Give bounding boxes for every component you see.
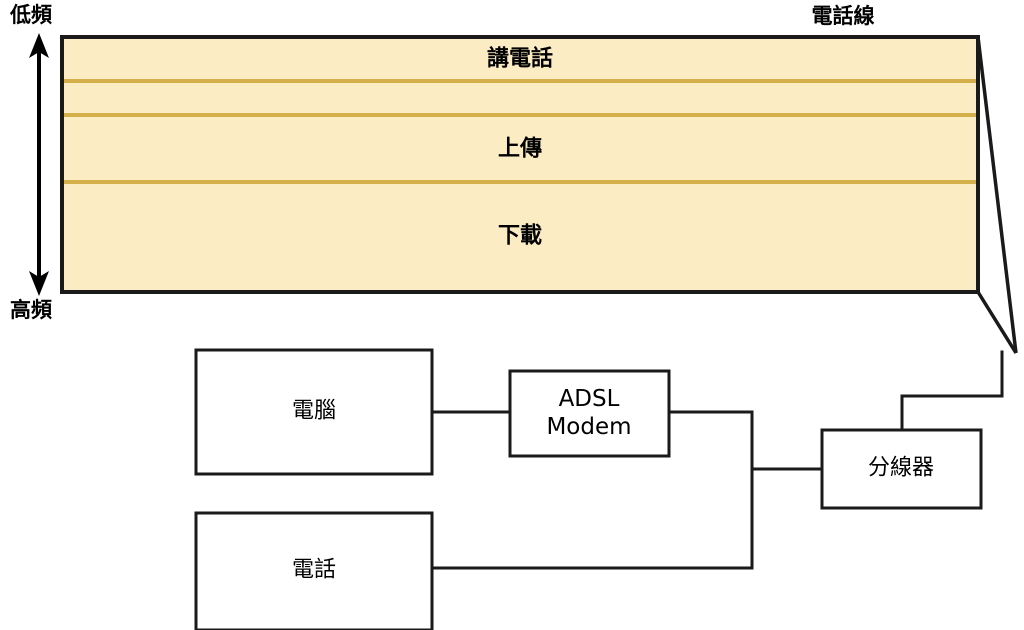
wedge-lower-edge (976, 291, 1018, 354)
device-box-group (194, 348, 983, 630)
band-label-download: 下載 (497, 223, 543, 249)
spectrum-band-group (60, 35, 980, 294)
device-label-telephone: 電話 (291, 557, 337, 583)
spectrum-band-voice (62, 37, 978, 81)
device-box-computer[interactable] (194, 348, 434, 476)
device-label-splitter: 分線器 (867, 455, 935, 481)
device-label-adsl-modem: ADSL Modem (546, 385, 632, 440)
spectrum-band-download (62, 182, 978, 292)
label-telephone-line: 電話線 (811, 4, 875, 28)
line-to-wall-jack-wedge (976, 36, 1018, 354)
device-box-splitter[interactable] (820, 428, 983, 510)
frequency-axis-arrowhead-top (29, 33, 49, 58)
spectrum-band-guard (62, 81, 978, 115)
device-label-computer: 電腦 (291, 398, 337, 424)
frequency-axis-arrowhead-bottom (29, 271, 49, 296)
device-box-telephone[interactable] (194, 511, 434, 630)
label-low-frequency: 低頻 (10, 3, 52, 27)
wire-modem-to-trunk (667, 410, 754, 570)
band-label-upload: 上傳 (497, 136, 543, 162)
spectrum-band-upload (62, 115, 978, 182)
wedge-upper-edge (976, 36, 1018, 354)
wire-splitter-to-wall-jack (900, 350, 1004, 432)
frequency-axis-arrow (29, 33, 49, 296)
wire-group (430, 350, 1004, 570)
spectrum-border (60, 35, 980, 294)
label-high-frequency: 高頻 (10, 298, 52, 322)
band-label-voice: 講電話 (486, 46, 554, 72)
